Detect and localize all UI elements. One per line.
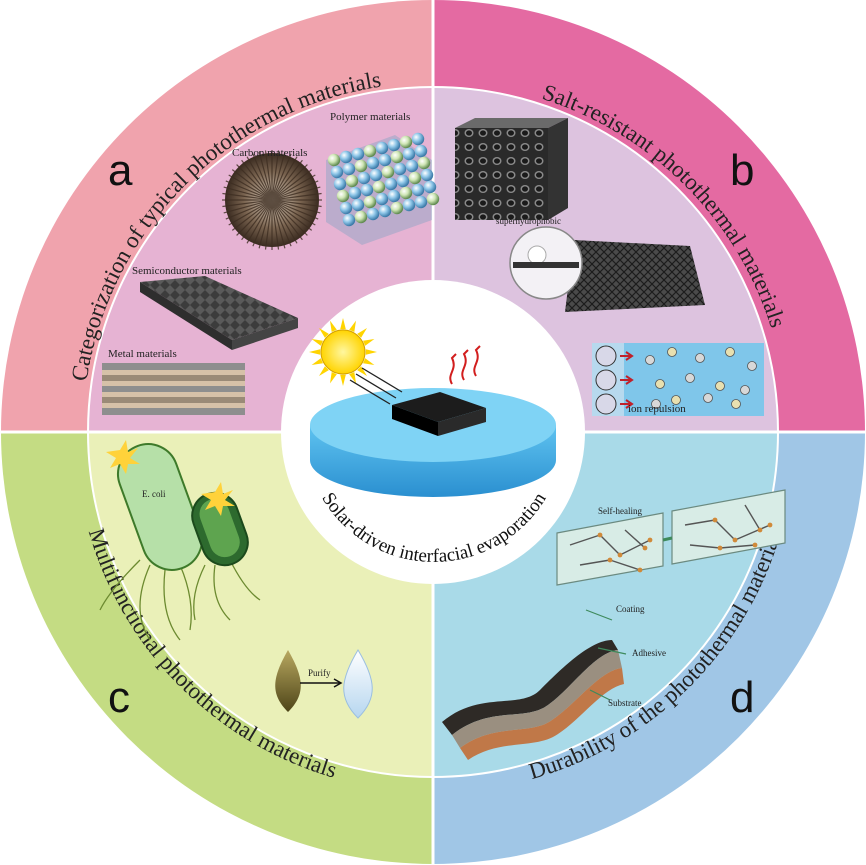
label-semiconductor-materials: Semiconductor materials xyxy=(132,265,242,277)
inner-ring-border xyxy=(87,86,779,778)
self-healing-illustration xyxy=(556,489,786,586)
label-superhydrophobic: superhydrophobic xyxy=(496,216,561,226)
label-coating: Coating xyxy=(616,604,645,614)
label-substrate: Substrate xyxy=(608,698,642,708)
label-self-healing: Self-healing xyxy=(598,506,642,516)
purify-droplets-illustration xyxy=(275,649,373,719)
panel-letter-a: a xyxy=(108,146,133,195)
polymer-spheres-illustration xyxy=(326,132,440,245)
semiconductor-slab-illustration xyxy=(140,276,298,350)
layered-film-illustration xyxy=(442,609,627,760)
bacteria-illustration xyxy=(99,440,261,641)
label-metal-materials: Metal materials xyxy=(108,348,177,360)
absorber-block-illustration xyxy=(392,392,486,436)
sun-icon xyxy=(309,318,403,405)
panel-letter-b: b xyxy=(730,146,754,195)
metal-layers-illustration xyxy=(102,363,245,415)
ion-repulsion-illustration xyxy=(592,343,764,416)
vapor-arrows-icon xyxy=(449,345,481,385)
carbon-sphere-illustration xyxy=(222,150,322,250)
porous-foam-cube-illustration xyxy=(455,118,568,220)
superhydrophobic-mesh-illustration xyxy=(509,226,705,312)
panel-letter-d: d xyxy=(730,673,754,722)
label-adhesive: Adhesive xyxy=(632,648,666,658)
label-polymer-materials: Polymer materials xyxy=(330,111,410,123)
label-carbon-materials: Carbon materials xyxy=(232,147,307,159)
label-purify: Purify xyxy=(308,668,331,678)
label-e-coli: E. coli xyxy=(142,489,166,499)
label-ion-repulsion: ion repulsion xyxy=(628,403,686,415)
panel-letter-c: c xyxy=(108,673,130,722)
